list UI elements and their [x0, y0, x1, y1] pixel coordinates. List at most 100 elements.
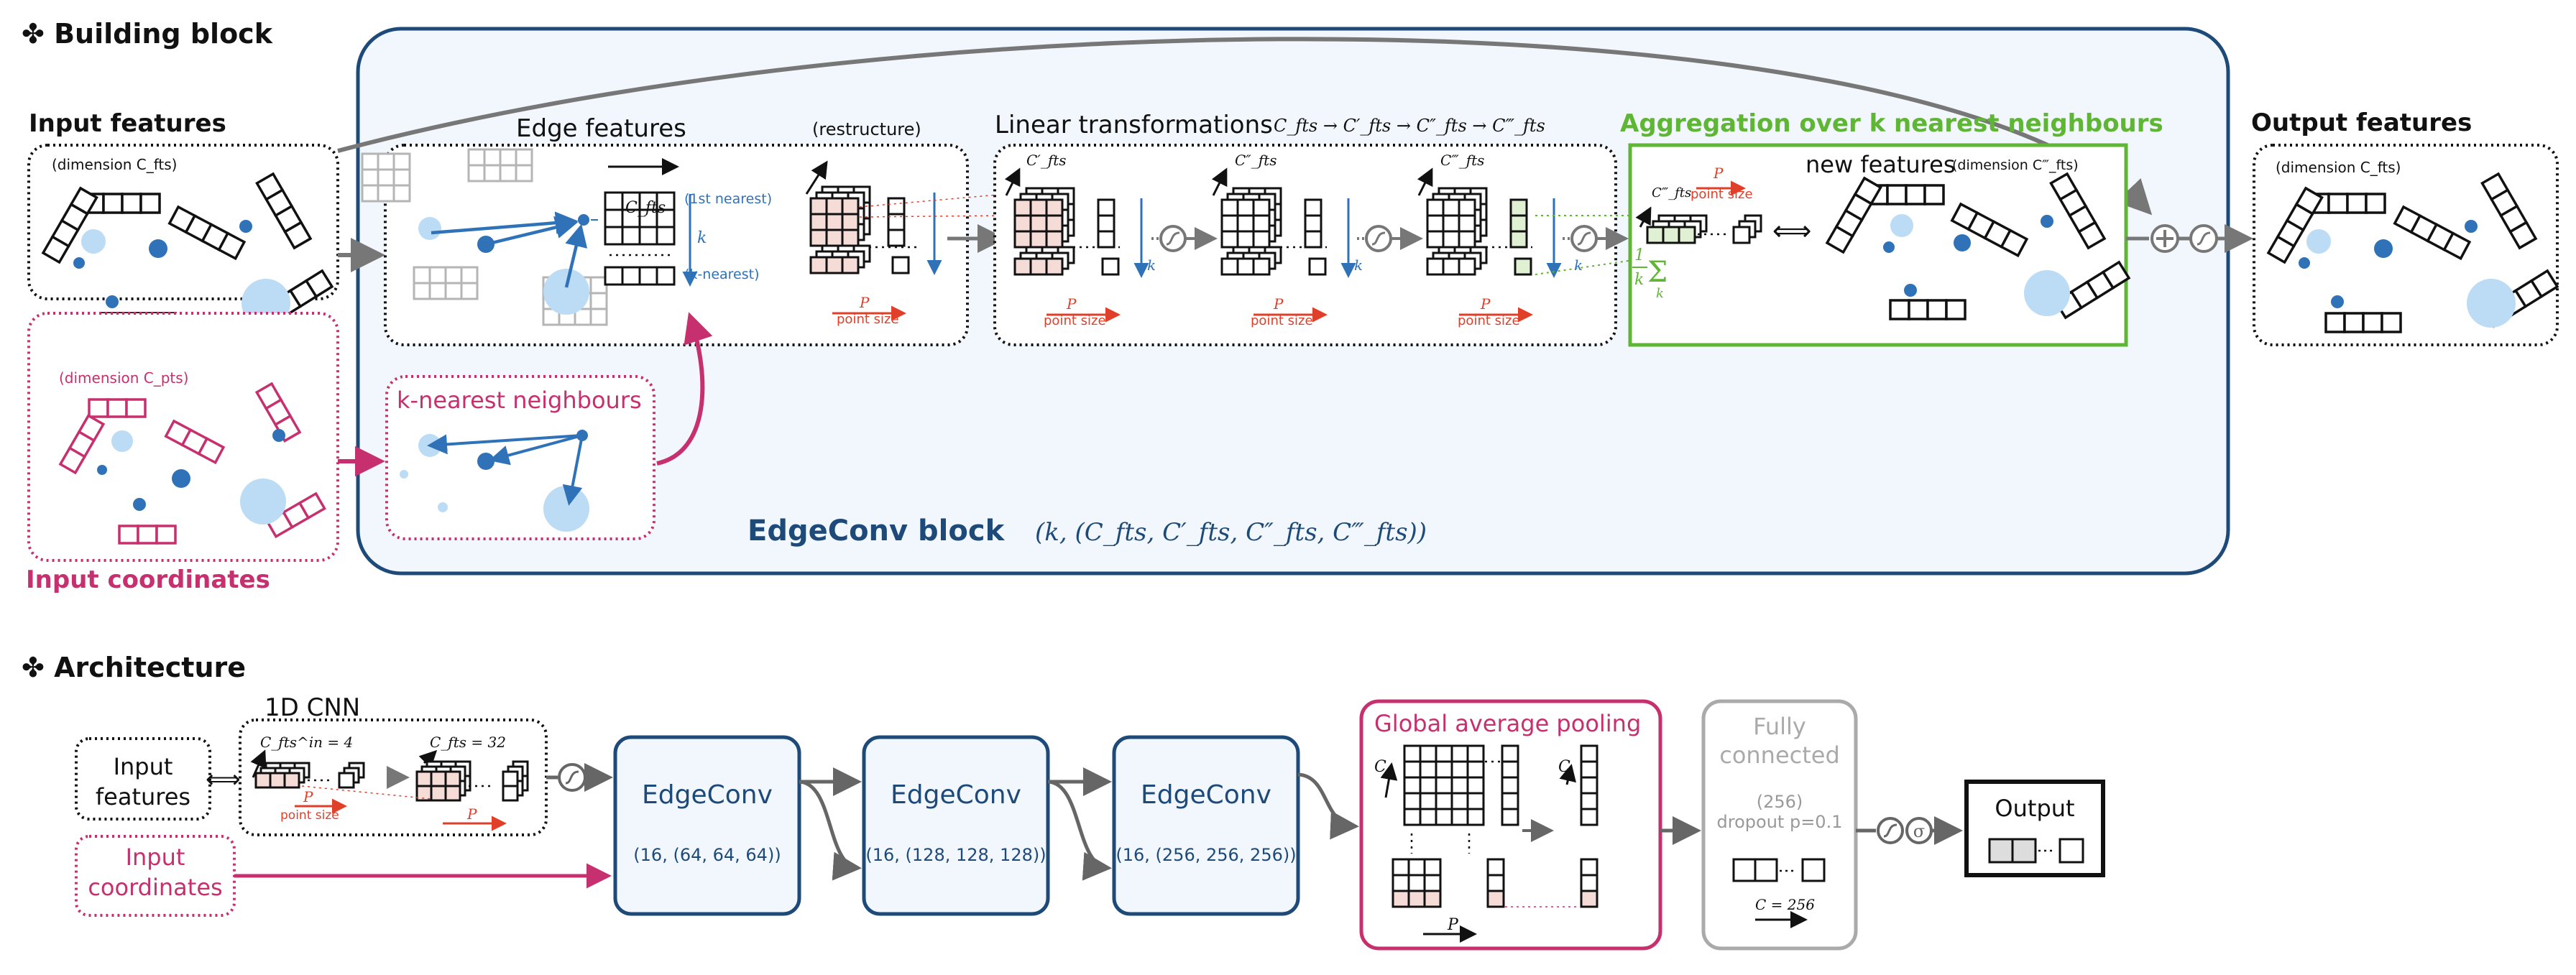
restructure-col: [891, 256, 910, 274]
restructure-col-cell: [891, 256, 910, 274]
restructure-stack-layer-cell: [809, 256, 828, 274]
new-features-label: new features: [1806, 151, 1956, 178]
linear-col-cell: [1509, 230, 1528, 249]
coord-vector-cell: [77, 414, 106, 443]
new-feature-vector-cell: [2000, 228, 2029, 258]
faded-grid-cell: [392, 184, 411, 203]
cnn-in-stack-layer-cell: [283, 772, 300, 789]
linear-col-cell: [1097, 198, 1116, 217]
sum-icon-plus: [2156, 230, 2174, 247]
linear-point-size-3: point size: [1458, 313, 1520, 328]
arch-input-features-box: [75, 737, 211, 821]
aggregation-dim: (dimension C‴_fts): [1952, 157, 2079, 173]
feature-vector: [2393, 205, 2472, 261]
edge-matrix: [604, 266, 676, 286]
feature-vector-cell: [2508, 221, 2538, 250]
gap-result-col-cell: [1580, 858, 1598, 877]
cfts-up-arrow: [805, 160, 828, 195]
linear-stack-layer-cell: [1426, 257, 1445, 276]
feature-vector-cell: [2324, 312, 2346, 333]
linear-stack-layer-cell: [1045, 214, 1064, 233]
edge-k-label: k: [697, 229, 707, 247]
gap-matrix-cell: [1466, 776, 1485, 795]
edgeconv-block-1: EdgeConv (16, (64, 64, 64)): [613, 735, 801, 916]
faded-grid-cell: [377, 152, 395, 171]
faded-grid-cell: [589, 308, 608, 326]
point-large: [81, 229, 106, 254]
faded-grid: [467, 148, 533, 182]
point-medium: [2374, 239, 2393, 258]
linear-stack-layer-cell: [1236, 214, 1255, 233]
new-feature-vector-cell: [1853, 176, 1882, 205]
linear-c1-label: C′_fts: [1026, 152, 1067, 169]
edge-matrix-cell: [656, 191, 676, 211]
linear-stack-layer-cell: [1045, 198, 1064, 217]
faded-grid-cell: [392, 168, 411, 187]
fc-size: (256): [1757, 792, 1803, 812]
edge-features-content: [361, 148, 1007, 326]
edge-arrow: [485, 216, 579, 246]
faded-grid-cell: [444, 266, 463, 285]
output-features-title: Output features: [2251, 108, 2472, 137]
faded-grid-cell: [515, 164, 533, 182]
edge-matrix-cell: [604, 226, 624, 246]
cnn-out-stack-layer-cell: [430, 770, 447, 787]
gap-bottom-row-cell: [1392, 889, 1410, 908]
faded-grid: [361, 152, 411, 203]
output-features-dim: (dimension C_fts): [2276, 159, 2401, 176]
architecture-heading: ✤ Architecture: [22, 652, 246, 683]
linear-col-cell: [1304, 230, 1322, 249]
fc-title-line1: Fully: [1753, 713, 1806, 740]
feature-vector: [2309, 193, 2386, 214]
feature-vector: [41, 186, 98, 264]
point-large: [2024, 270, 2070, 316]
fc-content: [1732, 858, 1826, 882]
edge-matrix-cell: [656, 266, 676, 286]
ec1-to-ec2-skip-arrow: [799, 780, 862, 881]
new-feature-vector: [1825, 176, 1882, 254]
restructure-col-cell: [887, 197, 906, 216]
feature-vector: [167, 205, 247, 261]
edge-matrix-cell: [621, 226, 641, 246]
linear-stack-layer-cell: [1458, 257, 1476, 276]
gap-p-label: P: [1447, 916, 1459, 934]
edgeconv-block-3-box: [1112, 735, 1300, 916]
agg-stack-layer-cell: [1646, 226, 1665, 244]
gap-matrix-cell: [1450, 776, 1469, 795]
edgeconv-block-3: EdgeConv (16, (256, 256, 256)): [1112, 735, 1300, 916]
point-small: [239, 220, 252, 233]
linear-stack-layer-cell: [1013, 230, 1032, 249]
gap-bottom-matrix-cell: [1423, 874, 1442, 892]
edgeconv-block-label: EdgeConv block: [748, 514, 1006, 547]
point-large: [111, 430, 133, 452]
arch-equivalence-icon: ⟺: [206, 765, 241, 794]
gap-matrix-cell: [1435, 792, 1453, 810]
point-medium: [477, 453, 494, 470]
linear-c-arrow: [1211, 167, 1228, 196]
edge-matrix-cell: [604, 208, 624, 228]
knn-box: [385, 375, 656, 540]
feature-vector-cell: [2442, 231, 2472, 261]
restructure-stack-layer-cell: [841, 213, 860, 231]
linear-col-cell: [1304, 214, 1322, 233]
agg-stack-layer-cell: [1662, 226, 1680, 244]
new-feature-vector: [1867, 184, 1945, 205]
feature-vector-cell: [2346, 193, 2368, 214]
linear-p-label-1: P: [1066, 295, 1077, 313]
gap-matrix-col-cell: [1501, 744, 1519, 763]
linear-stack-layer-cell: [1029, 230, 1048, 249]
linear-stack-layer-cell: [1252, 257, 1271, 276]
faded-grid-cell: [428, 282, 447, 300]
gap-c-arrow: [1380, 762, 1398, 798]
edge-point-size-label: point size: [837, 312, 899, 327]
linear-stack-layer-cell: [1458, 230, 1476, 249]
red-dotted-link: [859, 215, 1007, 218]
point-small: [578, 214, 589, 226]
point-small: [106, 295, 119, 308]
fc-vector-end-cell: [1801, 858, 1826, 882]
new-feature-vector-cell: [1923, 184, 1945, 205]
edge-matrix-cell: [638, 226, 658, 246]
activation-icon-block-curve: [2196, 231, 2211, 246]
cnn-out-stack-layer-cell: [444, 770, 461, 787]
